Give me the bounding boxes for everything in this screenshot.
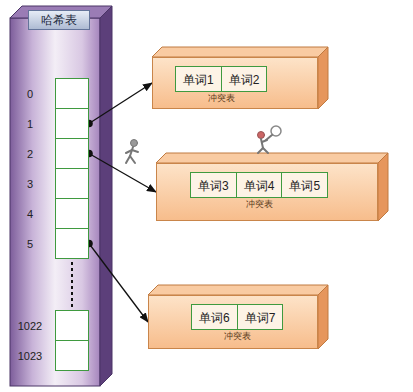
pointer-line bbox=[89, 83, 152, 124]
bucket-index: 0 bbox=[11, 87, 49, 101]
bucket-cell: 1022 bbox=[55, 310, 89, 341]
pointer-arrow bbox=[85, 83, 152, 127]
conflict-table: 冲突表 单词3 单词4 单词5 bbox=[156, 163, 378, 221]
word-label: 单词7 bbox=[245, 311, 276, 325]
box-top-face bbox=[156, 153, 388, 163]
bucket-index: 1023 bbox=[11, 349, 49, 363]
word-cell: 单词7 bbox=[237, 304, 284, 330]
word-label: 单词6 bbox=[199, 311, 230, 325]
table-caption: 冲突表 bbox=[224, 331, 251, 342]
bucket-cell: 2 bbox=[55, 138, 89, 169]
word-cell: 单词6 bbox=[191, 304, 238, 330]
bucket-cell: 1023 bbox=[55, 340, 89, 371]
table-title: 哈希表 bbox=[28, 10, 90, 30]
conflict-table: 冲突表 单词6 单词7 bbox=[148, 295, 318, 349]
ellipsis-dashes bbox=[71, 262, 73, 307]
box-top-face bbox=[152, 47, 328, 57]
bucket-index: 5 bbox=[11, 237, 49, 251]
pointer-line bbox=[89, 244, 148, 323]
hash-table-front bbox=[10, 18, 100, 386]
table-caption: 冲突表 bbox=[246, 199, 273, 210]
box-side-face bbox=[318, 285, 328, 349]
bucket-cell: 3 bbox=[55, 168, 89, 199]
bucket-index: 2 bbox=[11, 147, 49, 161]
pointer-arrow bbox=[85, 150, 156, 192]
word-label: 单词1 bbox=[183, 73, 214, 87]
table-caption: 冲突表 bbox=[208, 93, 235, 104]
word-label: 单词3 bbox=[198, 179, 229, 193]
box-side-face bbox=[100, 6, 112, 386]
bucket-cell: 4 bbox=[55, 198, 89, 229]
word-cell: 单词4 bbox=[236, 172, 283, 198]
word-cell: 单词1 bbox=[175, 66, 222, 92]
word-cell: 单词2 bbox=[221, 66, 268, 92]
pointer-arrow bbox=[85, 240, 148, 322]
bucket-index: 4 bbox=[11, 207, 49, 221]
box-side-face bbox=[318, 47, 328, 109]
bucket-index: 1022 bbox=[11, 319, 49, 333]
word-cell: 单词5 bbox=[281, 172, 328, 198]
bucket-cell: 0 bbox=[55, 78, 89, 109]
word-label: 单词5 bbox=[289, 179, 320, 193]
pointer-line bbox=[89, 154, 156, 193]
box-side-face bbox=[378, 153, 388, 221]
word-label: 单词4 bbox=[244, 179, 275, 193]
word-cell: 单词3 bbox=[190, 172, 237, 198]
word-label: 单词2 bbox=[229, 73, 260, 87]
bucket-index: 3 bbox=[11, 177, 49, 191]
searching-figure bbox=[258, 126, 282, 153]
walking-figure bbox=[126, 140, 138, 164]
box-top-face bbox=[148, 285, 328, 295]
bucket-cell: 5 bbox=[55, 228, 89, 259]
conflict-table: 冲突表 单词1 单词2 bbox=[152, 57, 318, 109]
bucket-cell: 1 bbox=[55, 108, 89, 139]
bucket-index: 1 bbox=[11, 117, 49, 131]
hash-table: 哈希表01234510221023 bbox=[10, 18, 100, 386]
